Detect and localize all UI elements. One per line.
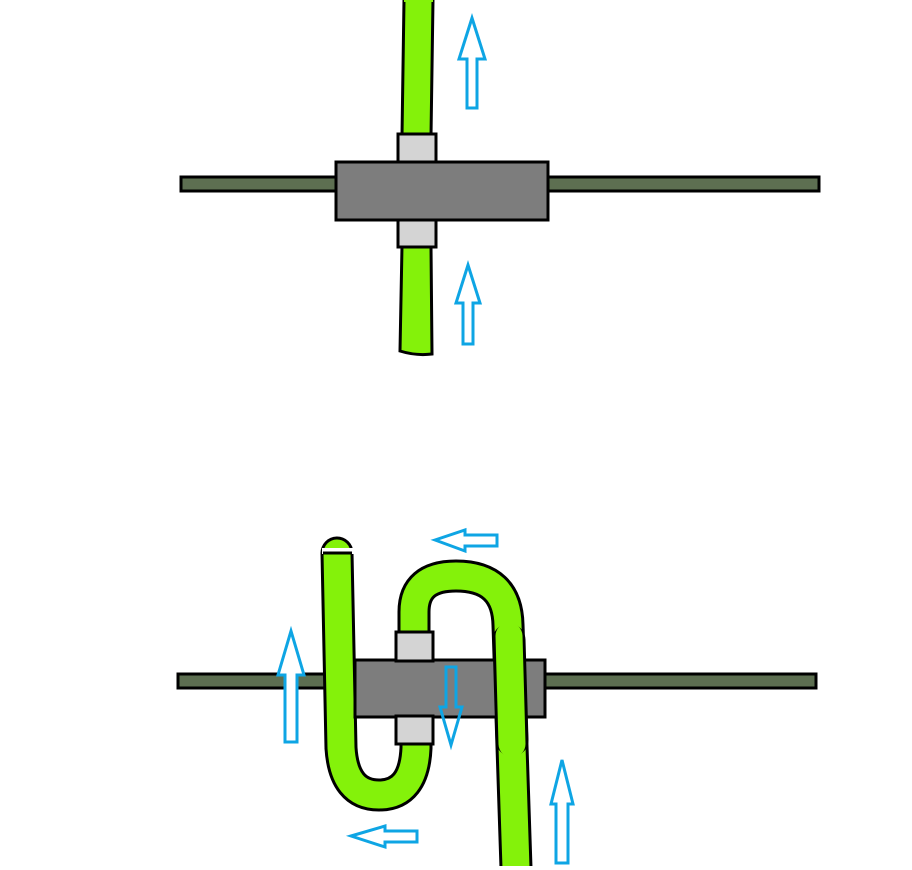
bottom-flow-arrow-left-up — [275, 625, 307, 744]
bottom-fitting-upper — [394, 630, 435, 663]
top-hose-upper — [400, 0, 435, 138]
bottom-flow-arrow-right-up — [549, 759, 575, 865]
top-flow-arrow-lower — [453, 260, 483, 346]
top-flow-arrow-upper — [457, 16, 487, 110]
bottom-hose-right-leg-front — [492, 622, 529, 758]
bottom-hose-right-arch — [397, 559, 540, 870]
top-fitting-lower — [396, 216, 438, 249]
top-panel — [179, 0, 821, 357]
top-block — [334, 160, 550, 222]
top-hose-lower — [398, 244, 434, 357]
top-fitting-upper — [396, 132, 438, 166]
bottom-fitting-lower — [394, 714, 435, 746]
bottom-flow-arrow-top-left — [430, 527, 499, 554]
bottom-panel — [176, 527, 818, 870]
bottom-hose-left-loop — [320, 536, 433, 812]
bottom-flow-arrow-bottom-left — [345, 823, 419, 850]
bottom-flow-arrow-down — [438, 665, 464, 751]
